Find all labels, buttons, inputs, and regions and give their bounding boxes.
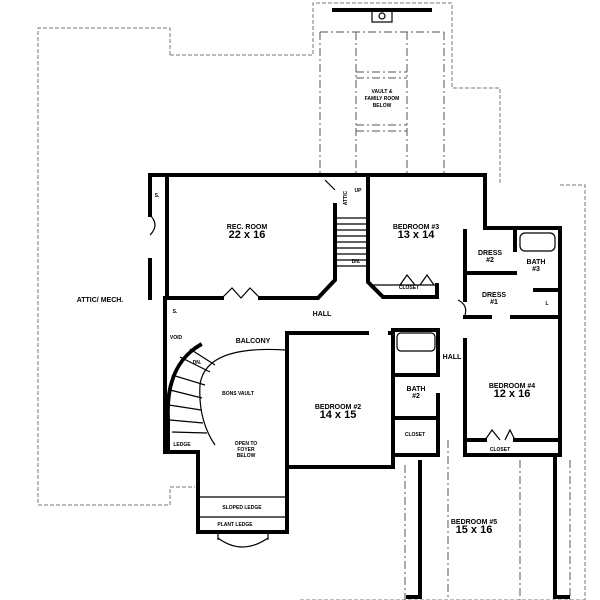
fireplace-icon: [378, 12, 386, 20]
label-balcony: BALCONY: [236, 338, 271, 345]
stairs: [337, 217, 366, 267]
vault-inner-lines: [319, 31, 445, 175]
room-label-attic: ATTIC/ MECH.: [77, 297, 124, 304]
vault-outline: [170, 2, 501, 185]
fireplace: [371, 9, 393, 23]
doors: [149, 179, 516, 441]
bedroom5-walls: [406, 453, 570, 599]
label-bath3-1: BATH: [527, 259, 546, 266]
label-bath3-2: #3: [532, 266, 540, 273]
label-vault-3: BELOW: [373, 103, 392, 109]
label-hall-right: HALL: [443, 354, 462, 361]
label-stair-dn: DN.: [352, 259, 361, 265]
label-void: VOID: [170, 335, 183, 341]
label-sloped-ledge: SLOPED LEDGE: [222, 505, 262, 511]
bedroom4-walls: [463, 338, 557, 457]
label-dress1-2: #1: [490, 299, 498, 306]
room-dim-rec-room: 22 x 16: [229, 229, 266, 241]
label-bedroom4-closet: CLOSET: [490, 447, 510, 453]
label-hall-upper: HALL: [313, 311, 332, 318]
bath2-walls: [391, 328, 440, 457]
room-dim-bedroom5: 15 x 16: [456, 524, 493, 536]
bedroom5-vault-lines: [404, 440, 571, 600]
label-open-foyer-3: BELOW: [237, 453, 256, 459]
attic-outline: [37, 27, 195, 506]
label-vault-2: FAMILY ROOM: [365, 96, 400, 102]
label-dress2-1: DRESS: [478, 250, 502, 257]
label-bath2-closet: CLOSET: [405, 432, 425, 438]
room-label-bedroom2: BEDROOM #2: [315, 404, 361, 411]
label-plant-ledge: PLANT LEDGE: [217, 522, 253, 528]
rec-room-wall: [165, 173, 337, 300]
stair-wall: [366, 173, 439, 299]
ledge-lines: [198, 496, 287, 518]
room-label-bedroom4: BEDROOM #4: [489, 383, 535, 390]
bay-window: [217, 532, 269, 548]
label-stair-up: UP: [355, 188, 363, 194]
label-open-foyer-1: OPEN TO: [235, 441, 258, 447]
label-vault-1: VAULT &: [372, 89, 393, 95]
foyer-walls: [196, 450, 289, 534]
label-spiral-dn: DN.: [193, 360, 202, 366]
label-ledge: LEDGE: [173, 442, 191, 448]
spiral-stair-inner: [199, 348, 286, 446]
label-linen: L: [545, 301, 548, 307]
label-bonus-vault: BONS VAULT: [222, 391, 254, 397]
room-label-rec-room: REC. ROOM: [227, 224, 268, 231]
dress-bath-walls: [463, 229, 562, 319]
bathtub-3: [519, 232, 556, 252]
left-outer-wall: [148, 173, 200, 454]
room-dim-bedroom3: 13 x 14: [398, 229, 436, 241]
label-dress1-1: DRESS: [482, 292, 506, 299]
label-bedroom3-closet: CLOSET: [399, 285, 419, 291]
room-dim-bedroom2: 14 x 15: [320, 409, 357, 421]
label-storage-top: S.: [155, 193, 160, 199]
upper-outer-wall: [148, 173, 562, 457]
label-bath2-2: #2: [412, 393, 420, 400]
room-dim-bedroom4: 12 x 16: [494, 388, 531, 400]
spiral-stair-treads: [168, 348, 216, 434]
room-label-bedroom3: BEDROOM #3: [393, 224, 439, 231]
label-storage-mid: S.: [173, 309, 178, 315]
label-dress2-2: #2: [486, 257, 494, 264]
label-bath2-1: BATH: [407, 386, 426, 393]
label-attic-stair: ATTIC: [343, 190, 349, 205]
room-label-bedroom5: BEDROOM #5: [451, 519, 497, 526]
label-open-foyer-2: FOYER: [237, 447, 255, 453]
bathtub-2: [396, 332, 436, 352]
right-outline: [300, 184, 586, 600]
